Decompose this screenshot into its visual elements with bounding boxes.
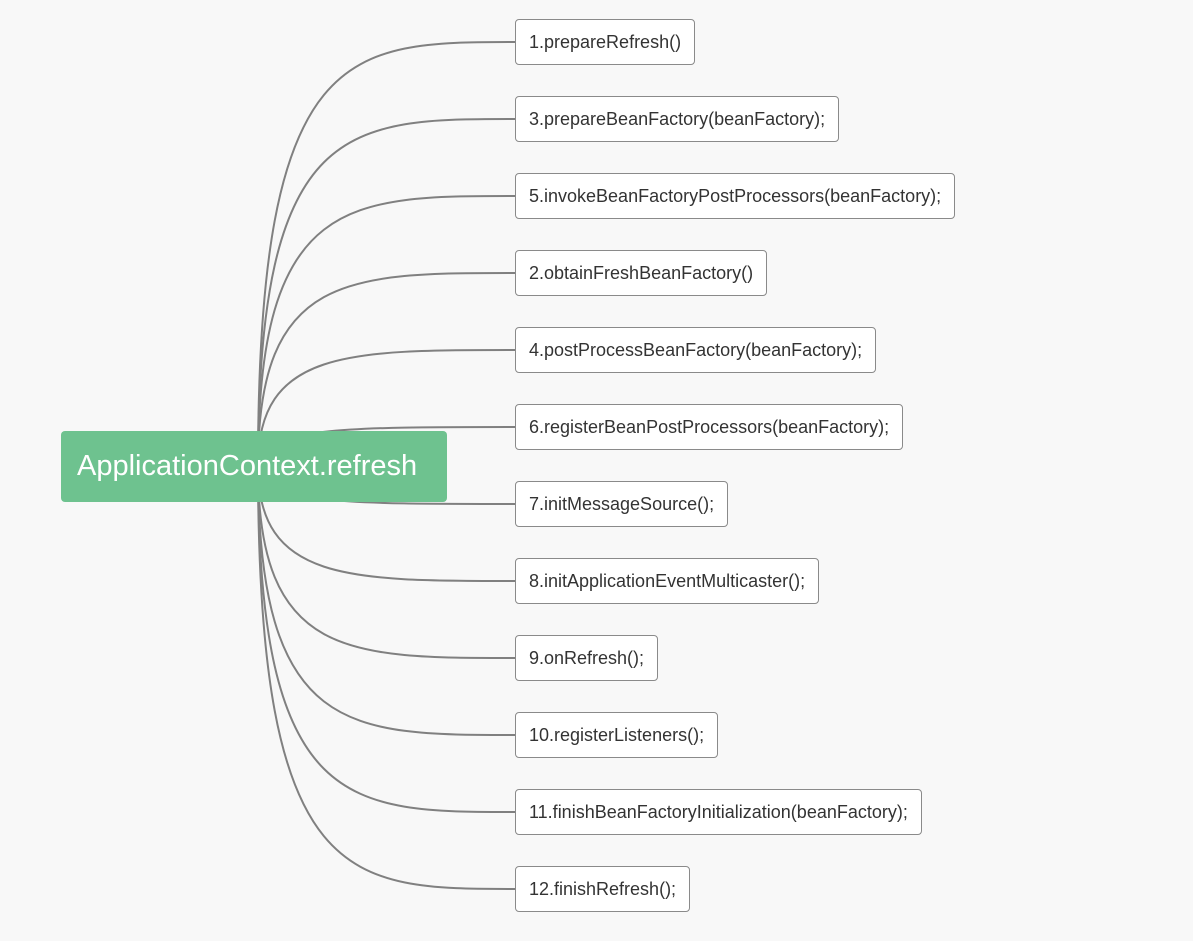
- child-node-label: 6.registerBeanPostProcessors(beanFactory…: [529, 417, 890, 437]
- child-node-label: 12.finishRefresh();: [529, 879, 677, 899]
- child-node-2[interactable]: 3.prepareBeanFactory(beanFactory);: [515, 96, 840, 142]
- root-node[interactable]: ApplicationContext.refresh: [61, 431, 447, 502]
- child-node-7[interactable]: 7.initMessageSource();: [515, 481, 729, 527]
- connector-line-2: [257, 118, 516, 467]
- connector-line-5: [257, 349, 516, 467]
- connector-line-8: [257, 465, 516, 582]
- child-node-4[interactable]: 2.obtainFreshBeanFactory(): [515, 250, 768, 296]
- root-node-label: ApplicationContext.refresh: [77, 450, 418, 482]
- child-node-label: 3.prepareBeanFactory(beanFactory);: [529, 109, 826, 129]
- child-node-12[interactable]: 12.finishRefresh();: [515, 866, 691, 912]
- child-node-label: 1.prepareRefresh(): [529, 32, 682, 52]
- connector-line-4: [257, 272, 516, 467]
- child-node-1[interactable]: 1.prepareRefresh(): [515, 19, 696, 65]
- child-node-label: 2.obtainFreshBeanFactory(): [529, 263, 754, 283]
- child-node-3[interactable]: 5.invokeBeanFactoryPostProcessors(beanFa…: [515, 173, 956, 219]
- connector-line-9: [257, 465, 516, 659]
- child-node-8[interactable]: 8.initApplicationEventMulticaster();: [515, 558, 820, 604]
- child-node-5[interactable]: 4.postProcessBeanFactory(beanFactory);: [515, 327, 877, 373]
- child-node-6[interactable]: 6.registerBeanPostProcessors(beanFactory…: [515, 404, 904, 450]
- child-node-10[interactable]: 10.registerListeners();: [515, 712, 719, 758]
- connector-line-1: [257, 41, 516, 467]
- child-node-11[interactable]: 11.finishBeanFactoryInitialization(beanF…: [515, 789, 922, 835]
- connector-line-11: [257, 465, 516, 813]
- connector-line-10: [257, 465, 516, 736]
- child-node-label: 7.initMessageSource();: [529, 494, 715, 514]
- child-node-label: 8.initApplicationEventMulticaster();: [529, 571, 806, 591]
- child-node-label: 5.invokeBeanFactoryPostProcessors(beanFa…: [529, 186, 942, 206]
- child-node-9[interactable]: 9.onRefresh();: [515, 635, 659, 681]
- child-node-label: 9.onRefresh();: [529, 648, 645, 668]
- child-node-label: 4.postProcessBeanFactory(beanFactory);: [529, 340, 863, 360]
- child-node-label: 11.finishBeanFactoryInitialization(beanF…: [529, 802, 908, 822]
- connector-line-3: [257, 195, 516, 467]
- child-node-label: 10.registerListeners();: [529, 725, 705, 745]
- connector-line-12: [257, 465, 516, 890]
